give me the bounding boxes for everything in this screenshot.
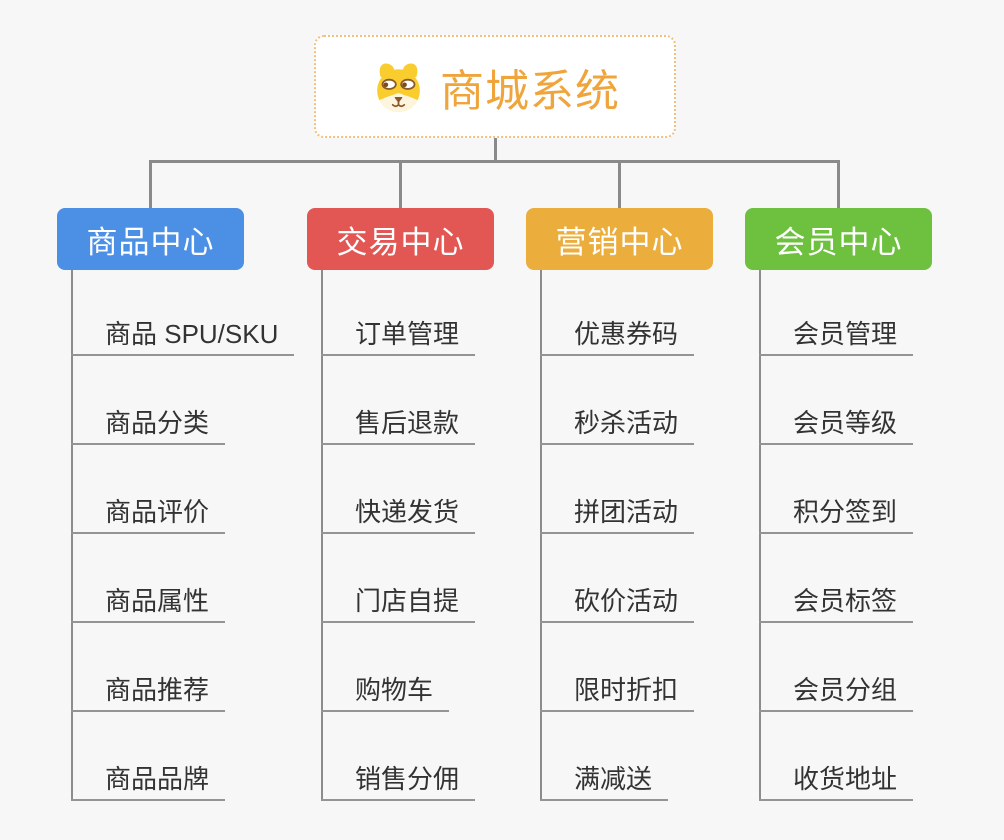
leaf-node[interactable]: 商品属性 xyxy=(71,586,226,623)
leaf-node[interactable]: 会员管理 xyxy=(759,319,914,356)
leaf-node[interactable]: 砍价活动 xyxy=(540,586,695,623)
dog-face-icon xyxy=(377,63,420,112)
leaf-node[interactable]: 收货地址 xyxy=(759,764,914,801)
root-node[interactable]: 商城系统 xyxy=(314,35,676,138)
branch-header-trade-center[interactable]: 交易中心 xyxy=(307,208,494,270)
leaf-node[interactable]: 门店自提 xyxy=(321,586,476,623)
branch-header-product-center[interactable]: 商品中心 xyxy=(57,208,244,270)
leaf-node[interactable]: 快递发货 xyxy=(321,497,476,534)
branch-connector-drop xyxy=(618,160,621,208)
leaf-node[interactable]: 秒杀活动 xyxy=(540,408,695,445)
leaf-node[interactable]: 商品分类 xyxy=(71,408,226,445)
root-connector-stub xyxy=(494,138,497,163)
leaf-node[interactable]: 商品品牌 xyxy=(71,764,226,801)
branch-connector-drop xyxy=(837,160,840,208)
root-title: 商城系统 xyxy=(440,66,620,116)
leaf-node[interactable]: 商品 SPU/SKU xyxy=(71,319,295,356)
leaf-node[interactable]: 会员标签 xyxy=(759,586,914,623)
leaf-node[interactable]: 商品评价 xyxy=(71,497,226,534)
branch-connector-drop xyxy=(149,160,152,208)
leaf-node[interactable]: 订单管理 xyxy=(321,319,476,356)
leaf-node[interactable]: 购物车 xyxy=(321,675,450,712)
branch-header-marketing-center[interactable]: 营销中心 xyxy=(526,208,713,270)
leaf-node[interactable]: 售后退款 xyxy=(321,408,476,445)
leaf-node[interactable]: 满减送 xyxy=(540,764,669,801)
branch-spine xyxy=(759,270,761,801)
leaf-node[interactable]: 拼团活动 xyxy=(540,497,695,534)
branch-spine xyxy=(540,270,542,801)
leaf-node[interactable]: 积分签到 xyxy=(759,497,914,534)
leaf-node[interactable]: 优惠券码 xyxy=(540,319,695,356)
branch-connector-bus xyxy=(149,160,840,163)
branch-spine xyxy=(321,270,323,801)
branch-connector-drop xyxy=(399,160,402,208)
branch-header-member-center[interactable]: 会员中心 xyxy=(745,208,932,270)
leaf-node[interactable]: 销售分佣 xyxy=(321,764,476,801)
leaf-node[interactable]: 限时折扣 xyxy=(540,675,695,712)
branch-spine xyxy=(71,270,73,801)
leaf-node[interactable]: 会员等级 xyxy=(759,408,914,445)
leaf-node[interactable]: 会员分组 xyxy=(759,675,914,712)
leaf-node[interactable]: 商品推荐 xyxy=(71,675,226,712)
